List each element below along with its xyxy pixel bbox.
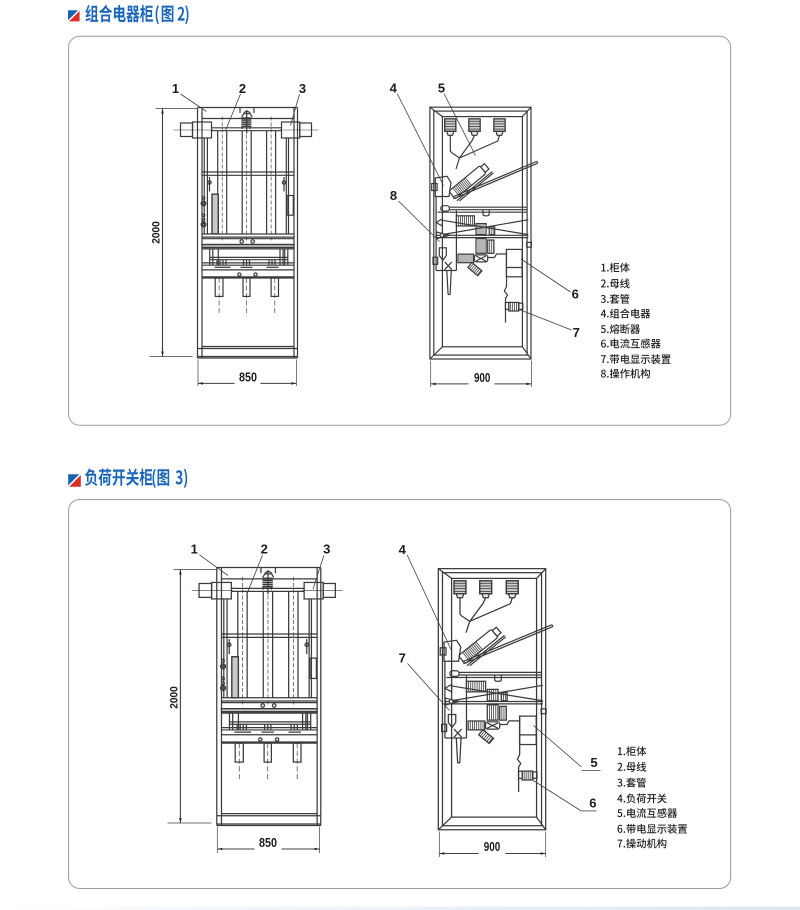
svg-text:7: 7 (573, 325, 580, 340)
svg-text:3: 3 (323, 542, 330, 557)
svg-text:900: 900 (484, 839, 501, 854)
svg-text:3: 3 (299, 81, 306, 96)
svg-text:5: 5 (438, 80, 445, 95)
svg-text:2000: 2000 (168, 686, 180, 709)
svg-text:2: 2 (239, 81, 246, 96)
svg-text:850: 850 (259, 835, 277, 850)
svg-text:2: 2 (261, 542, 268, 557)
svg-text:5: 5 (590, 755, 597, 770)
svg-text:1: 1 (191, 542, 198, 557)
svg-text:4: 4 (390, 80, 398, 95)
svg-text:6: 6 (589, 796, 596, 811)
svg-text:1: 1 (172, 81, 179, 96)
svg-text:7: 7 (399, 651, 406, 666)
svg-text:8: 8 (390, 188, 397, 203)
svg-text:850: 850 (239, 370, 257, 385)
svg-text:900: 900 (474, 370, 491, 385)
svg-text:2000: 2000 (151, 221, 163, 244)
svg-text:4: 4 (399, 542, 407, 557)
svg-text:6: 6 (572, 287, 579, 302)
